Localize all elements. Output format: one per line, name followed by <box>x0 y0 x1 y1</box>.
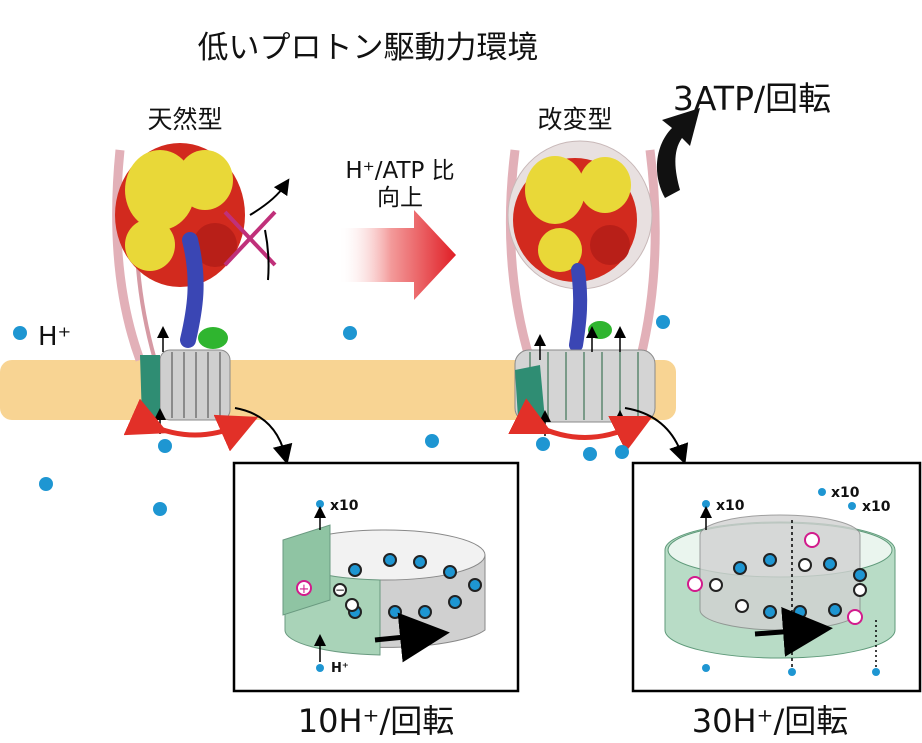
wild-type-enzyme <box>112 143 293 465</box>
proton-dot <box>656 315 670 329</box>
proton-dot <box>153 502 167 516</box>
proton-dot <box>536 437 550 451</box>
atp-output-label: 3ATP/回転 <box>673 79 831 118</box>
proton-dot <box>425 434 439 448</box>
proton-dot <box>13 326 27 340</box>
modified-label: 改変型 <box>537 105 612 134</box>
inset1-ion: H⁺ <box>331 661 349 676</box>
transition-line2: 向上 <box>377 185 423 211</box>
cross-mark <box>223 178 290 281</box>
output-arrow <box>656 108 700 198</box>
rotation-arrow <box>123 398 259 452</box>
rotation-arrow-modified <box>508 398 653 452</box>
proton-dot <box>583 447 597 461</box>
minus-sign: − <box>335 583 345 597</box>
inset2-count-b: x10 <box>831 485 860 501</box>
modified-enzyme <box>505 108 700 465</box>
inset-wild-type: − + x10 H⁺ <box>232 461 520 693</box>
inset2-count-c: x10 <box>862 499 891 515</box>
proton-legend: H⁺ <box>38 322 71 352</box>
wild-type-label: 天然型 <box>147 105 222 134</box>
page-title: 低いプロトン駆動力環境 <box>198 30 539 66</box>
transition-line1: H⁺/ATP 比 <box>345 158 454 184</box>
gradient-arrow <box>338 210 456 300</box>
proton-dot <box>39 477 53 491</box>
plus-sign: + <box>299 582 310 597</box>
transition-group: H⁺/ATP 比 向上 <box>338 158 456 300</box>
inset2-count-a: x10 <box>716 498 745 514</box>
proton-dot <box>615 445 629 459</box>
inset1-count: x10 <box>330 498 359 514</box>
inset2-caption: 30H⁺/回転 <box>692 702 848 740</box>
proton-dots <box>13 315 670 516</box>
proton-dot <box>343 326 357 340</box>
inset-modified: x10 x10 x10 <box>631 461 922 693</box>
proton-dot <box>158 439 172 453</box>
inset1-caption: 10H⁺/回転 <box>298 702 454 740</box>
